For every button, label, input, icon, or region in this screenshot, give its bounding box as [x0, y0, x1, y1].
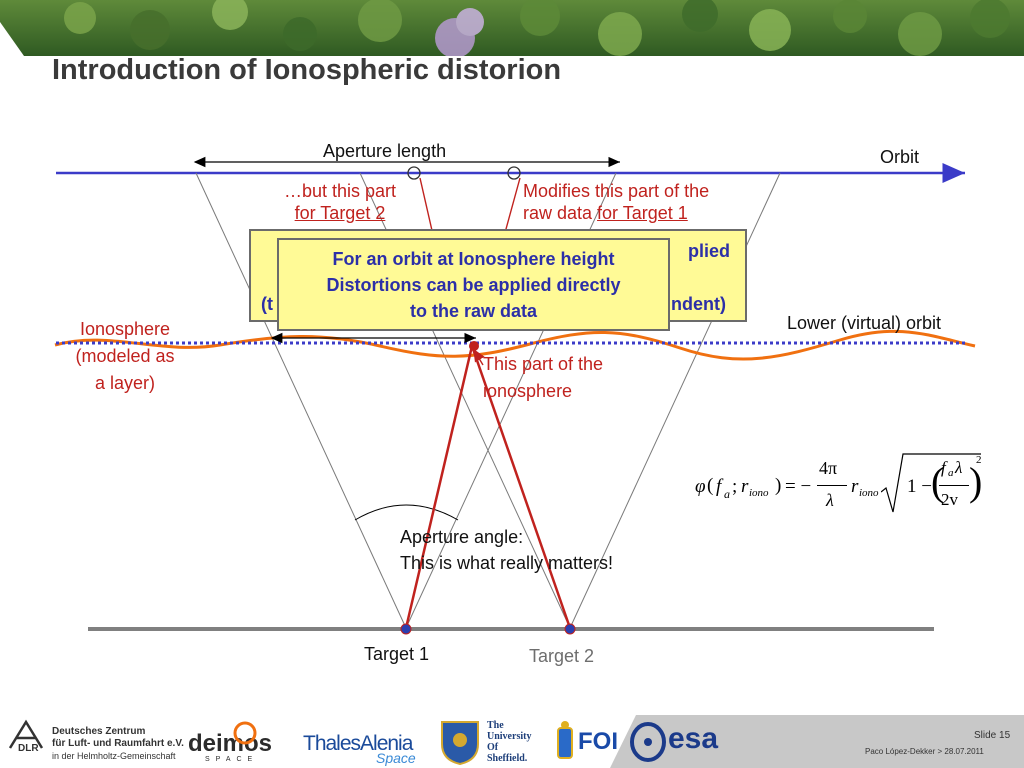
eq-inner-bar: [939, 485, 969, 486]
dlr-name: Deutsches Zentrum für Luft- und Raumfahr…: [52, 726, 184, 762]
ionosphere-line1: Ionosphere: [79, 319, 171, 339]
eq-big-paren-close: ): [969, 459, 983, 504]
eq-inner-sub-a: a: [948, 467, 954, 479]
aperture-length-label: Aperture length: [323, 141, 447, 161]
deimos-orbit-icon: [233, 721, 257, 745]
front-box-line3: to the raw data: [409, 301, 538, 321]
ionosphere-label: Ionosphere (modeled as a layer): [60, 316, 190, 397]
eq-equals: = −: [785, 476, 812, 497]
slide-number: Slide 15: [974, 730, 1011, 741]
but-this-part-line1: …but this part: [283, 181, 397, 201]
orbit-marker-target2: [407, 166, 421, 180]
sheffield-text: The University Of Sheffield.: [487, 720, 531, 764]
this-part-line1: This part of the: [483, 354, 604, 374]
thales-logo-text: ThalesAlenia: [303, 732, 413, 755]
eq-semicolon: ;: [732, 476, 738, 497]
ionosphere-line2: (modeled as: [75, 346, 175, 366]
eq-sqrt-sign: [881, 453, 981, 513]
footer-gray-panel: [610, 715, 1024, 768]
target1-dot: [400, 623, 412, 635]
eq-r2: r: [851, 476, 859, 497]
front-note-box: For an orbit at Ionosphere height Distor…: [277, 238, 670, 331]
lower-orbit-label: Lower (virtual) orbit: [787, 313, 942, 333]
deimos-logo-text: deimos: [188, 730, 273, 757]
eq-sub-iono2: iono: [859, 487, 879, 499]
esa-logo-icon: [630, 722, 666, 762]
eq-big-paren-open: (: [931, 459, 945, 504]
eq-r: r: [741, 476, 749, 497]
aperture-angle-line2: This is what really matters!: [400, 553, 614, 573]
author-date: Paco López-Dekker > 28.07.2011: [865, 747, 984, 756]
back-box-fragment-left: (t: [261, 294, 273, 314]
this-part-label: This part of the ionosphere: [483, 351, 603, 405]
foi-crest-icon: [557, 721, 573, 759]
eq-inner-f: f: [941, 458, 946, 477]
phase-equation: φ ( f a ; r iono ) = − 4π λ r iono 1 − (…: [695, 452, 985, 518]
esa-logo-text: esa: [668, 722, 719, 755]
eq-power: 2: [976, 454, 982, 466]
back-box-fragment-top: plied: [688, 241, 731, 261]
sheffield-line3: Of: [487, 742, 499, 753]
ionosphere-pierce-point: [469, 341, 479, 351]
modifies-line2-target: for Target 1: [597, 203, 688, 223]
aperture-angle-line1: Aperture angle:: [400, 527, 524, 547]
but-this-part-label: …but this part for Target 2: [268, 180, 412, 224]
sheffield-line4: Sheffield.: [487, 753, 528, 764]
modifies-label: Modifies this part of the raw data for T…: [523, 180, 709, 224]
ionosphere-curve: [54, 329, 976, 361]
deimos-sub-text: SPACE: [205, 756, 259, 763]
orbit-label: Orbit: [880, 147, 920, 167]
aperture-angle-label: Aperture angle: This is what really matt…: [400, 524, 613, 576]
eq-one-minus: 1 −: [907, 476, 932, 497]
sheffield-line1: The: [487, 720, 504, 731]
thales-space-text: Space: [376, 750, 416, 766]
target2-dot: [564, 623, 576, 635]
slide-title: Introduction of Ionospheric distorion: [52, 54, 562, 86]
eq-close-paren: ): [775, 475, 782, 496]
sheffield-line2: University: [487, 731, 532, 742]
modifies-line2-pre: raw data: [523, 203, 598, 223]
eq-open-paren: (: [707, 475, 714, 496]
forest-banner-image: [0, 0, 1024, 56]
eq-numerator: 4π: [819, 458, 838, 478]
front-box-line2: Distortions can be applied directly: [326, 275, 621, 295]
eq-inner-lambda: λ: [955, 458, 963, 477]
ionosphere-line3: a layer): [94, 373, 156, 393]
dlr-line2: für Luft- und Raumfahrt e.V.: [52, 738, 184, 749]
target2-label: Target 2: [529, 646, 595, 666]
sheffield-crest-icon: [441, 721, 479, 766]
foi-logo-text: FOI: [578, 728, 618, 755]
modifies-line2: raw data for Target 1: [523, 202, 709, 224]
but-this-part-line2: for Target 2: [294, 203, 386, 223]
footer-bar: DLR Deutsches Zentrum für Luft- und Raum…: [0, 712, 1024, 768]
eq-sub-iono: iono: [749, 487, 769, 499]
eq-inner-den: 2v: [941, 490, 958, 509]
aperture-angle-arc: [354, 504, 459, 521]
modifies-line1: Modifies this part of the: [523, 181, 710, 201]
eq-denominator: λ: [826, 490, 834, 510]
front-box-line1: For an orbit at Ionosphere height: [332, 249, 615, 269]
dlr-abbr: DLR: [18, 743, 39, 754]
red-ray-lines: [404, 345, 572, 629]
back-box-fragment-right: ndent): [671, 294, 726, 314]
dlr-line3: in der Helmholtz-Gemeinschaft: [52, 751, 176, 761]
orbit-marker-target1: [507, 166, 521, 180]
eq-sub-a: a: [724, 487, 730, 501]
target1-label: Target 1: [364, 644, 430, 664]
eq-f: f: [716, 476, 722, 497]
dlr-bird-icon: [8, 719, 44, 749]
eq-phi: φ: [695, 476, 706, 497]
eq-fraction-bar: [817, 485, 847, 486]
dlr-line1: Deutsches Zentrum: [52, 726, 146, 737]
this-part-line2: ionosphere: [483, 381, 573, 401]
